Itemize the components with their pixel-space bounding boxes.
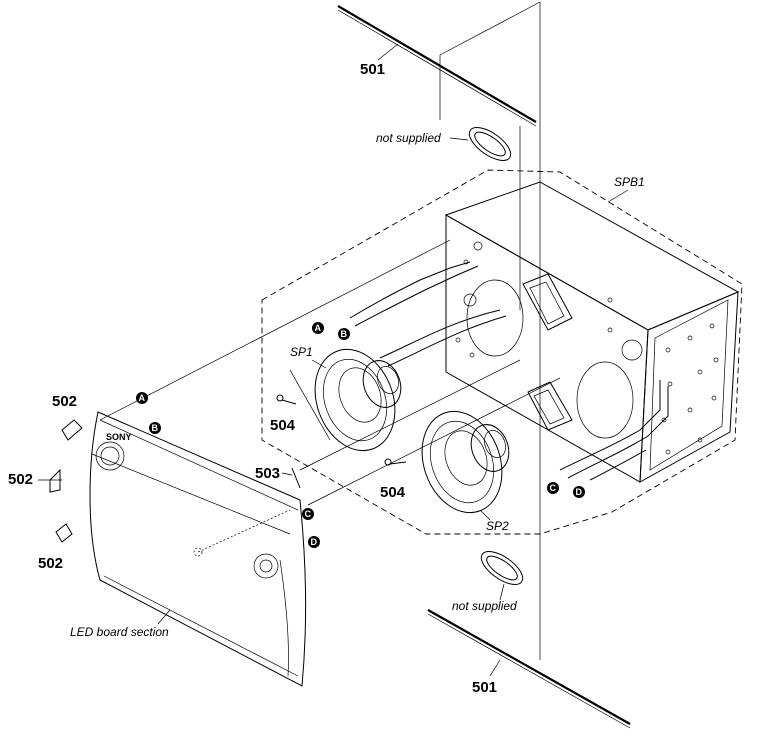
part-501-bottom-label: 501	[472, 679, 497, 696]
sp2-label: SP2	[486, 519, 509, 533]
clip-502-c	[55, 523, 73, 543]
svg-text:B: B	[341, 329, 348, 339]
part-501-top-strip	[337, 5, 537, 127]
assembly-guide-lines	[99, 1, 561, 660]
marker-c-front: C	[302, 508, 314, 520]
screw-504-a	[276, 394, 297, 405]
part-502-b-label: 502	[8, 471, 33, 488]
part-503-pin	[291, 467, 301, 489]
spb1-boundary	[261, 169, 743, 535]
part-502-a-label: 502	[52, 393, 77, 410]
marker-c-box: C	[547, 482, 559, 494]
marker-a-front: A	[136, 392, 148, 404]
not-supplied-bottom-label: not supplied	[452, 599, 517, 613]
marker-b-front: B	[149, 422, 161, 434]
speaker-box	[444, 181, 740, 483]
not-supplied-bottom-ring	[480, 551, 524, 585]
part-504-b-label: 504	[380, 484, 406, 501]
marker-b-upper: B	[338, 328, 350, 340]
screw-504-b	[384, 458, 407, 466]
marker-d-front: D	[308, 536, 320, 548]
svg-text:C: C	[550, 483, 557, 493]
svg-text:C: C	[305, 509, 312, 519]
sp2-speaker	[421, 410, 510, 514]
led-board-label: LED board section	[70, 625, 169, 639]
svg-text:A: A	[139, 393, 146, 403]
part-502-c-label: 502	[38, 555, 63, 572]
part-501-bottom-strip	[427, 609, 631, 729]
svg-text:A: A	[315, 323, 322, 333]
clip-502-b	[38, 468, 62, 493]
svg-text:D: D	[311, 537, 318, 547]
wiring	[349, 261, 669, 481]
not-supplied-top-label: not supplied	[376, 131, 441, 145]
marker-d-box: D	[573, 486, 585, 498]
spb1-label: SPB1	[614, 175, 645, 189]
part-501-top-label: 501	[360, 61, 385, 78]
marker-a-upper: A	[312, 322, 324, 334]
sp1-label: SP1	[290, 345, 313, 359]
brand-logo: SONY	[106, 432, 132, 442]
not-supplied-top-ring	[468, 127, 512, 161]
clip-502-a	[61, 419, 83, 441]
part-503-label: 503	[255, 465, 280, 482]
front-panel	[89, 411, 307, 687]
svg-text:D: D	[576, 487, 583, 497]
part-504-a-label: 504	[270, 417, 296, 434]
sp1-speaker	[289, 348, 402, 452]
svg-text:B: B	[152, 423, 159, 433]
